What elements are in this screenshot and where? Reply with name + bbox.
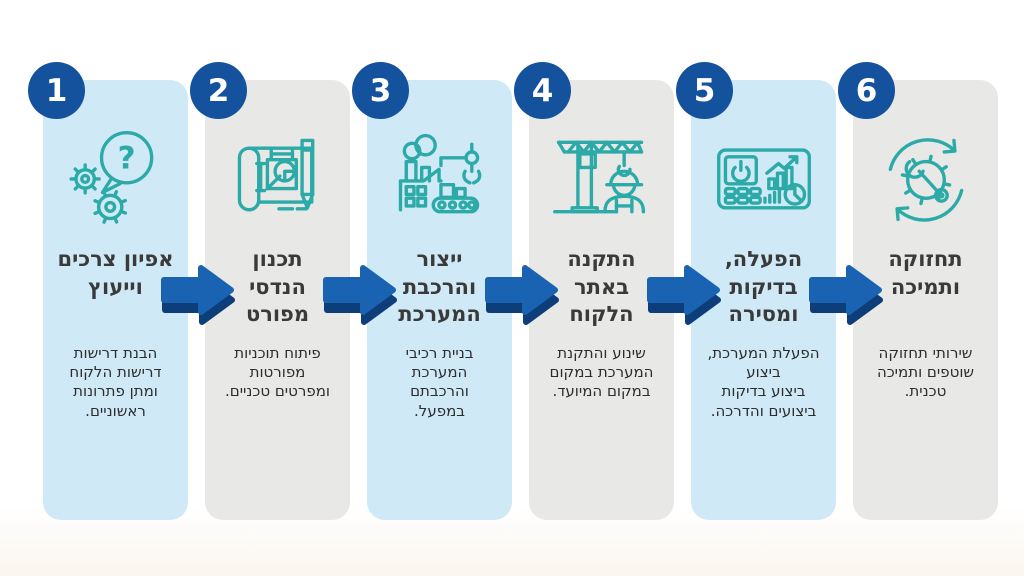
flow-arrow-icon — [481, 263, 561, 325]
step-number-badge: 6 — [838, 62, 895, 119]
step-number-badge: 5 — [676, 62, 733, 119]
step-panel-6: 6 — [838, 62, 998, 520]
step-title: הפעלה, בדיקות ומסירה — [724, 247, 803, 327]
step-description: שינוע והתקנת המערכת במקום במקום המיועד. — [549, 344, 654, 401]
step-description: הפעלת המערכת, ביצוע ביצוע בדיקות ביצועים… — [707, 344, 820, 420]
step-icon-wrap — [873, 122, 979, 234]
blueprint-pencil-icon — [237, 138, 314, 212]
step-description: פיתוח תוכניות מפורטות ומפרטים טכניים. — [224, 344, 330, 401]
step-icon-wrap — [387, 122, 493, 234]
step-number-badge: 3 — [352, 62, 409, 119]
step-title: תחזוקה ותמיכה — [888, 247, 963, 299]
factory-robotic-arm-icon — [398, 133, 481, 214]
consulting-question-gears-icon: ? — [69, 131, 153, 224]
flow-arrow-icon — [319, 263, 399, 325]
step-description: הבנת דרישות דרישות הלקוח ומתן פתרונות רא… — [69, 344, 162, 420]
flow-arrow-icon — [643, 263, 723, 325]
step-icon-wrap — [225, 122, 331, 234]
flow-arrow-icon — [805, 263, 885, 325]
step-icon-wrap — [549, 122, 655, 234]
svg-text:?: ? — [117, 140, 135, 176]
control-panel-charts-icon — [716, 148, 811, 210]
step-number-badge: 4 — [514, 62, 571, 119]
step-number-badge: 1 — [28, 62, 85, 119]
flow-arrow-icon — [157, 263, 237, 325]
step-icon-wrap: ? — [63, 122, 169, 234]
crane-worker-icon — [552, 140, 645, 214]
step-description: שירותי תחזוקה שוטפים ותמיכה טכנית. — [876, 344, 975, 401]
step-title: אפיון צרכים וייעוץ — [57, 247, 174, 299]
step-title: ייצור והרכבת המערכת — [398, 247, 481, 327]
step-number-badge: 2 — [190, 62, 247, 119]
gear-wrench-cycle-icon — [888, 138, 963, 222]
step-title: התקנה באתר הלקוח — [567, 247, 636, 327]
step-title: תכנון הנדסי מפורט — [245, 247, 310, 327]
step-description: בניית רכיבי המערכת והרכבתם במפעל. — [405, 344, 474, 420]
step-icon-wrap — [711, 122, 817, 234]
